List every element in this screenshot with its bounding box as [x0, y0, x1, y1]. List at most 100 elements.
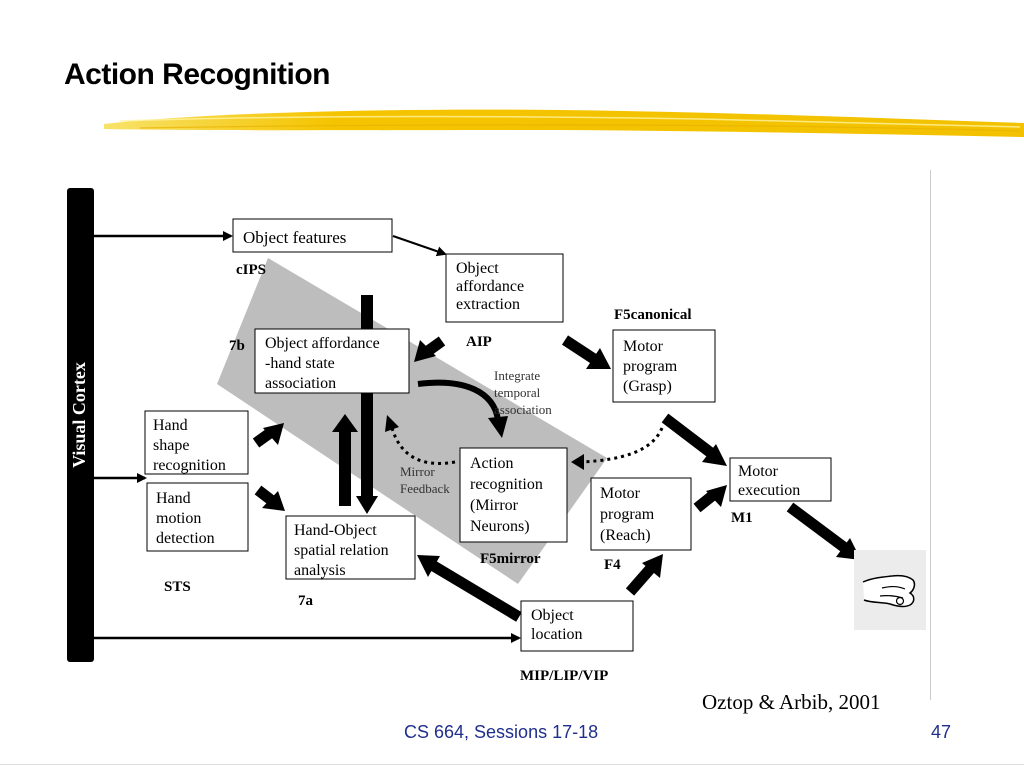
box-line: Hand-Object — [294, 522, 377, 539]
label-cips: cIPS — [236, 262, 266, 278]
hand-grasp-icon — [854, 550, 926, 630]
arrow-aip-to-grasp-head — [586, 348, 611, 369]
annotation-line: Mirror — [400, 464, 435, 479]
arrow-execution-to-hand — [786, 502, 849, 553]
box-line: association — [265, 375, 336, 392]
box-line: Hand — [156, 490, 191, 507]
title-highlight-stroke — [104, 109, 1024, 137]
svg-text:Object affordance -hand: Object affordance -hand state associatio… — [265, 335, 384, 392]
box-line: Object — [531, 607, 574, 624]
label-aip: AIP — [466, 334, 492, 350]
box-motor-execution: Motor execution — [729, 457, 832, 502]
arrow-motion-to-spatial — [254, 485, 275, 505]
annotation-mirror-feedback: Mirror Feedback — [400, 464, 450, 496]
label-7a: 7a — [298, 593, 314, 609]
visual-cortex-bar — [67, 188, 94, 662]
svg-text:Motor program (Rea: Motor program (Reach) — [600, 485, 658, 544]
box-line: Motor — [738, 463, 779, 480]
bottom-rule — [0, 764, 1024, 765]
box-line: recognition — [153, 457, 226, 474]
label-7b: 7b — [229, 338, 245, 354]
arrow-integrate-temporal — [417, 379, 501, 421]
box-hand-motion-detection: Hand motion detection — [146, 482, 249, 552]
box-line: Object features — [243, 228, 346, 247]
svg-text:Hand-Object spatial rela: Hand-Object spatial relation analysis — [294, 522, 393, 579]
box-affordance-hand-state: Object affordance -hand state associatio… — [254, 328, 410, 394]
box-line: (Grasp) — [623, 378, 672, 395]
box-line: program — [600, 506, 655, 523]
arrow-grasp-to-action-dotted-head — [571, 454, 584, 470]
visual-cortex-label: Visual Cortex — [69, 362, 89, 468]
arrow-mirror-feedback — [390, 427, 456, 465]
box-motor-program-grasp: Motor program (Grasp) — [612, 329, 716, 403]
footer-course: CS 664, Sessions 17-18 — [404, 722, 599, 742]
box-line: Object — [456, 260, 499, 277]
arrow-mirror-feedback-head — [385, 415, 399, 432]
box-line: Hand — [153, 417, 188, 434]
citation: Oztop & Arbib, 2001 — [702, 690, 881, 714]
label-f4: F4 — [604, 557, 621, 573]
svg-text:Motor execution: Motor execution — [738, 463, 800, 499]
annotation-integrate: Integrate temporal association — [494, 368, 552, 417]
arrow-grasp-to-execution — [661, 413, 715, 458]
box-line: Object affordance — [265, 335, 380, 352]
box-object-features: Object features — [232, 218, 393, 253]
arrow-shape-to-7b-head — [263, 423, 284, 445]
thick-arrows — [252, 335, 861, 622]
annotation-line: temporal — [494, 385, 541, 400]
right-divider-line — [930, 170, 931, 700]
box-line: program — [623, 358, 678, 375]
arrow-location-to-spatial — [429, 560, 522, 622]
box-motor-program-reach: Motor program (Reach) — [590, 477, 692, 551]
svg-text:Hand motion detect: Hand motion detection — [156, 490, 215, 547]
label-sts: STS — [164, 579, 191, 595]
annotation-line: Feedback — [400, 481, 450, 496]
arrow-aip-to-7b — [424, 336, 446, 356]
svg-text:Object features: Object features — [243, 228, 346, 247]
arrow-location-to-spatial-head — [417, 555, 440, 577]
svg-text:Object location: Object location — [531, 607, 583, 643]
box-line: detection — [156, 530, 215, 547]
box-line: (Reach) — [600, 527, 651, 544]
arrow-features-to-affordance — [392, 235, 447, 257]
page-number: 47 — [931, 722, 952, 742]
arrow-motion-to-spatial-head — [262, 491, 285, 511]
box-line: shape — [153, 437, 189, 454]
arrow-aip-to-7b-head — [414, 340, 436, 362]
box-object-location: Object location — [520, 600, 634, 652]
label-m1: M1 — [731, 510, 753, 526]
arrow-grasp-to-execution-head — [702, 444, 727, 466]
svg-text:Object affordance: Object affordance extraction — [456, 260, 528, 313]
box-line: Action — [470, 455, 514, 472]
box-line: location — [531, 626, 583, 643]
box-line: -hand state — [265, 355, 335, 372]
box-line: affordance — [456, 278, 524, 295]
arrow-spatial-up — [332, 414, 358, 506]
box-line: Neurons) — [470, 518, 530, 535]
slide-title: Action Recognition — [64, 58, 330, 91]
svg-text:Action recognition: Action recognition (Mirror Neurons) — [470, 455, 547, 535]
box-line: Motor — [600, 485, 641, 502]
box-line: extraction — [456, 296, 520, 313]
box-line: execution — [738, 482, 800, 499]
arrow-integrate-temporal-head — [488, 416, 508, 438]
box-line: Motor — [623, 338, 664, 355]
arrow-reach-to-execution-head — [706, 485, 727, 507]
annotation-line: association — [494, 402, 552, 417]
box-line: (Mirror — [470, 497, 519, 514]
svg-text:Motor program (Gra: Motor program (Grasp) — [623, 338, 681, 395]
arrow-location-to-reach-head — [642, 554, 663, 578]
annotation-line: Integrate — [494, 368, 540, 383]
box-line: recognition — [470, 476, 543, 493]
svg-text:Hand shape recogni: Hand shape recognition — [153, 417, 226, 474]
box-line: motion — [156, 510, 201, 527]
box-action-recognition: Action recognition (Mirror Neurons) — [459, 447, 568, 543]
label-f5canonical: F5canonical — [614, 307, 692, 323]
arrow-grasp-to-action-dotted — [581, 427, 664, 464]
label-mip-lip-vip: MIP/LIP/VIP — [520, 668, 608, 684]
arrow-reach-to-execution — [693, 491, 716, 513]
box-line: analysis — [294, 562, 346, 579]
box-object-affordance-extraction: Object affordance extraction — [445, 253, 564, 323]
arrow-aip-to-grasp — [561, 335, 598, 364]
